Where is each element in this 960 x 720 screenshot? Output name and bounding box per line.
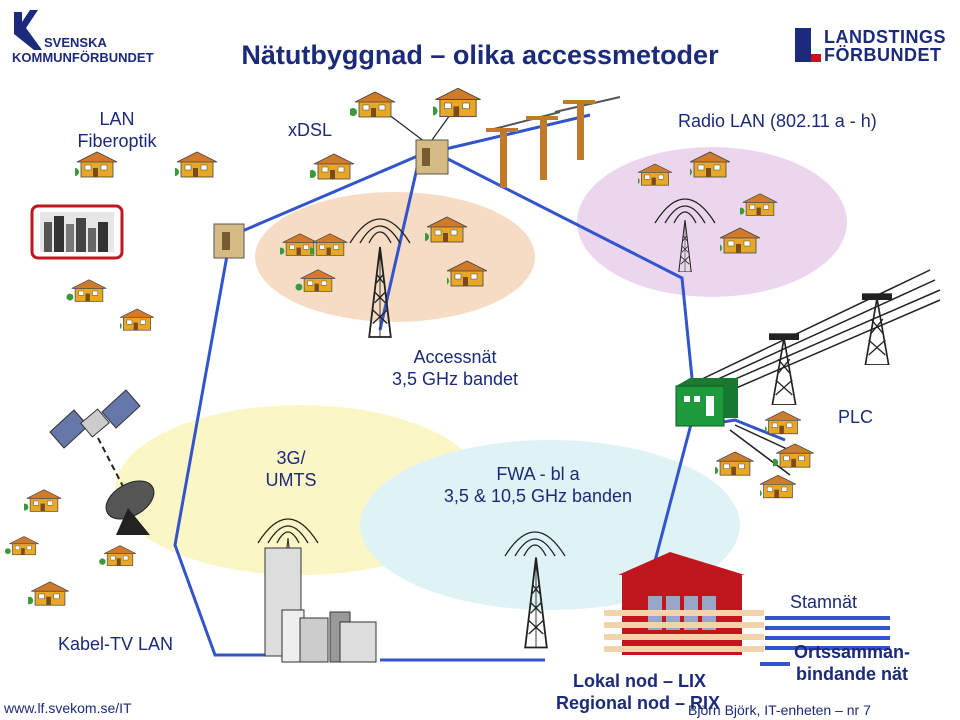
logo-right-line1: LANDSTINGS xyxy=(824,27,946,47)
power-lines xyxy=(699,269,941,476)
radio-lan-label: Radio LAN (802.11 a - h) xyxy=(678,111,877,131)
landstingsforbundet-logo xyxy=(795,28,821,62)
stamnat-label: Stamnät xyxy=(790,592,858,612)
fwa-label: FWA - bl a 3,5 & 10,5 GHz banden xyxy=(438,463,638,507)
power-pylons xyxy=(768,292,894,405)
accessnat-label-line2: 3,5 GHz bandet xyxy=(391,369,519,389)
lan-label-line1: LAN xyxy=(99,109,135,129)
svenska-kommunforbundet-logo xyxy=(14,10,42,50)
accessnat-label-line1: Accessnät xyxy=(413,347,497,367)
logo-right-line2: FÖRBUNDET xyxy=(824,45,942,65)
fwa-label-line1: FWA - bl a xyxy=(496,464,580,484)
kabel-tv-label: Kabel-TV LAN xyxy=(58,634,174,654)
telephone-poles xyxy=(486,96,621,188)
city-icon xyxy=(30,204,124,260)
umts-label-line2: UMTS xyxy=(265,470,317,490)
footer-url: www.lf.svekom.se/IT xyxy=(4,700,132,716)
xdsl-label: xDSL xyxy=(288,120,333,140)
ortssamman-label: Ortssamman- bindande nät xyxy=(792,641,912,685)
lan-label: LAN Fiberoptik xyxy=(70,108,164,152)
page-title: Nätutbyggnad – olika accessmetoder xyxy=(241,40,719,70)
ortssamman-label-line2: bindande nät xyxy=(796,664,908,684)
xdsl-cabinet xyxy=(415,139,449,175)
satellite-dish-icon xyxy=(105,480,155,535)
ortssamman-label-line1: Ortssamman- xyxy=(793,642,911,662)
fwa-label-line2: 3,5 & 10,5 GHz banden xyxy=(443,486,633,506)
accessnat-zone xyxy=(255,192,535,322)
logo-left-line2: KOMMUNFÖRBUNDET xyxy=(12,50,154,65)
city-buildings xyxy=(264,547,377,663)
stamnat-lines xyxy=(760,616,890,666)
regional-nod-label: Regional nod – RIX xyxy=(556,693,721,713)
logo-left-line1: SVENSKA xyxy=(44,35,107,50)
plc-label: PLC xyxy=(838,407,874,427)
lokal-nod-label: Lokal nod – LIX xyxy=(573,671,707,691)
lan-cabinet xyxy=(213,223,245,259)
footer-author: Björn Björk, IT-enheten – nr 7 xyxy=(688,702,871,718)
lix-rix-node xyxy=(604,552,764,655)
umts-label: 3G/ UMTS xyxy=(256,447,326,491)
umts-label-line1: 3G/ xyxy=(276,448,306,468)
plc-box xyxy=(675,378,738,427)
lan-label-line2: Fiberoptik xyxy=(77,131,157,151)
accessnat-label: Accessnät 3,5 GHz bandet xyxy=(385,346,525,390)
satellite-icon xyxy=(49,389,141,449)
